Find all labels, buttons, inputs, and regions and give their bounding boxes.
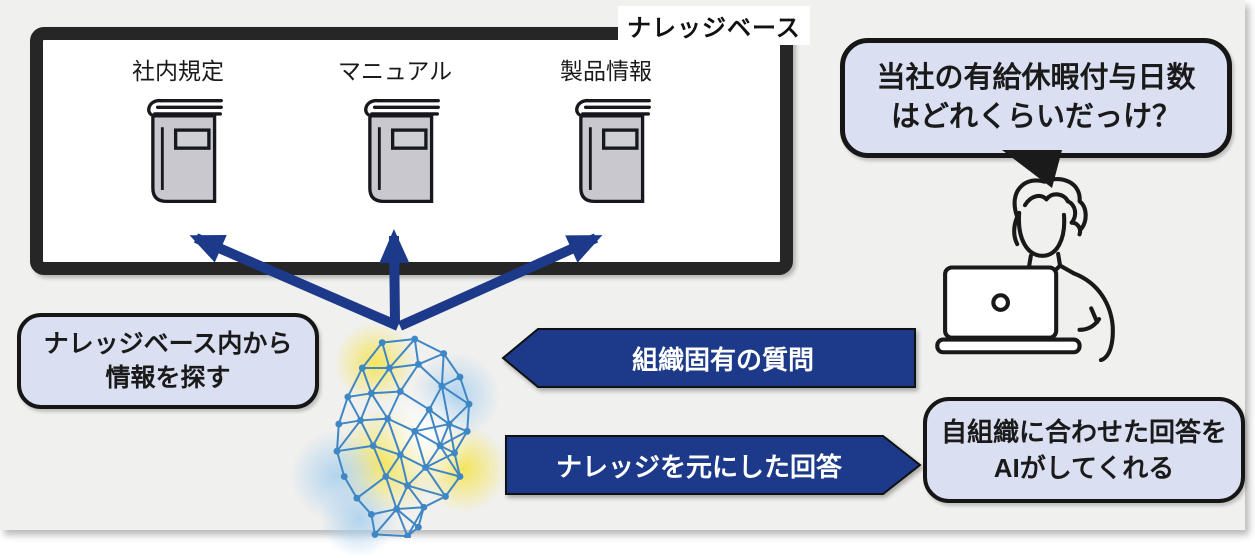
book-icon xyxy=(363,98,440,204)
book-icon xyxy=(146,98,223,204)
kb-item-label: 社内規定 xyxy=(132,58,224,84)
search-note-line2: 情報を探す xyxy=(105,364,231,392)
left-arrow-banner-icon xyxy=(501,328,916,388)
question-flow-arrow: 組織固有の質問 xyxy=(500,326,918,390)
kb-item-product-info: 製品情報 xyxy=(531,52,681,210)
kb-item-label: 製品情報 xyxy=(560,58,652,84)
kb-item-internal-rules: 社内規定 xyxy=(103,52,253,210)
question-flow-label: 組織固有の質問 xyxy=(631,344,814,375)
ai-brain-network-icon xyxy=(290,322,508,558)
person-at-laptop-icon xyxy=(935,176,1115,362)
answer-note: 自組織に合わせた回答を AIがしてくれる xyxy=(923,397,1245,503)
answer-flow-label: ナレッジを元にした回答 xyxy=(555,451,842,482)
answer-note-line1: 自組織に合わせた回答を xyxy=(940,417,1227,447)
question-line1: 当社の有給休暇付与日数 xyxy=(876,62,1196,94)
answer-flow-arrow: ナレッジを元にした回答 xyxy=(503,433,923,497)
knowledge-base-title: ナレッジベース xyxy=(618,6,810,45)
network-mesh xyxy=(333,335,473,538)
question-bubble: 当社の有給休暇付与日数 はどれくらいだっけ？ xyxy=(840,38,1232,158)
question-line2: はどれくらいだっけ？ xyxy=(890,101,1181,133)
search-note: ナレッジベース内から 情報を探す xyxy=(17,313,319,409)
search-note-line1: ナレッジベース内から xyxy=(43,330,293,358)
kb-item-manual: マニュアル xyxy=(320,52,470,210)
kb-item-label: マニュアル xyxy=(337,58,453,84)
right-arrow-banner-icon xyxy=(505,435,922,495)
book-icon xyxy=(574,98,651,204)
answer-note-line2: AIがしてくれる xyxy=(993,453,1175,483)
